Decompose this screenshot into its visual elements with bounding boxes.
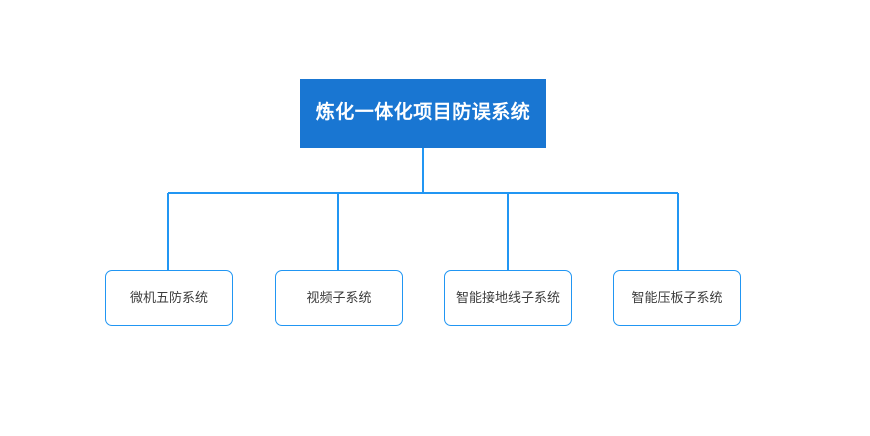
node-root-label: 炼化一体化项目防误系统 xyxy=(315,102,531,124)
node-child-label: 智能接地线子系统 xyxy=(455,290,560,306)
node-child-zhineng-yaban[interactable]: 智能压板子系统 xyxy=(613,270,741,326)
node-child-shipin[interactable]: 视频子系统 xyxy=(275,270,403,326)
node-child-label: 微机五防系统 xyxy=(129,290,208,306)
node-root[interactable]: 炼化一体化项目防误系统 xyxy=(300,79,546,148)
node-child-weiji-wufang[interactable]: 微机五防系统 xyxy=(105,270,233,326)
node-child-zhineng-jiedixian[interactable]: 智能接地线子系统 xyxy=(444,270,572,326)
node-child-label: 智能压板子系统 xyxy=(631,290,723,306)
node-child-label: 视频子系统 xyxy=(306,290,372,306)
